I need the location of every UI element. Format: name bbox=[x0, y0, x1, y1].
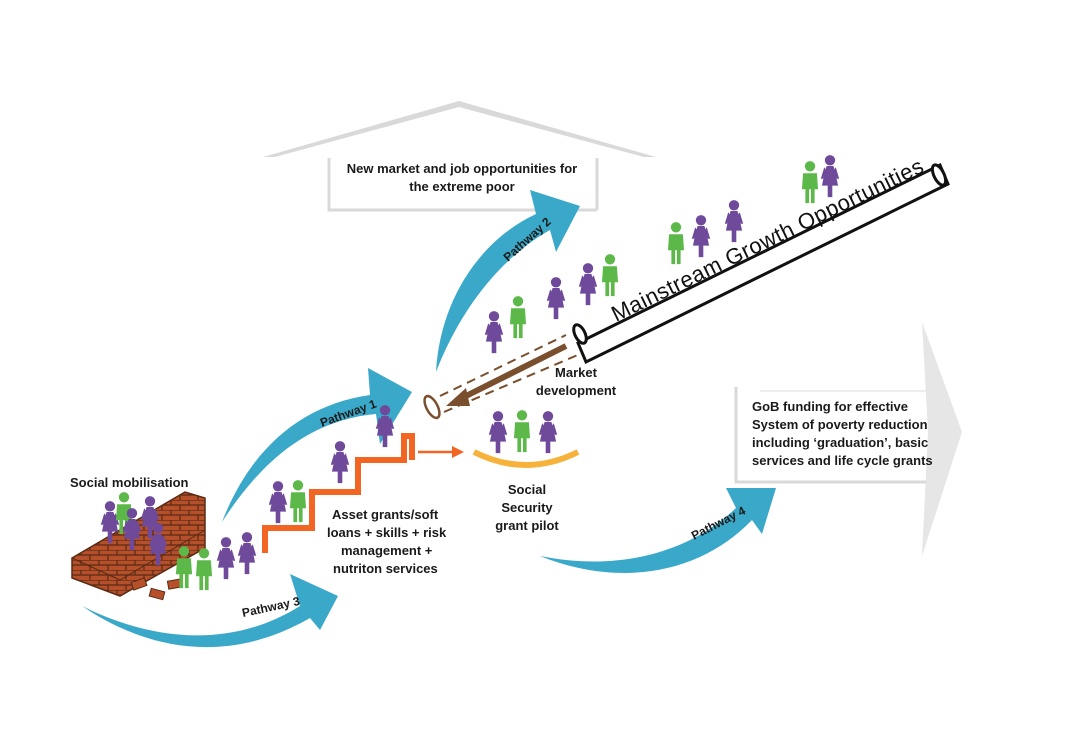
right-box-line2: System of poverty reduction bbox=[752, 417, 928, 432]
top-box-line1: New market and job opportunities for bbox=[347, 161, 577, 176]
pipe-label: Mainstream Growth Opportunities bbox=[607, 153, 928, 326]
man-figure bbox=[667, 222, 685, 265]
woman-figure bbox=[546, 277, 566, 320]
stairs-line1: Asset grants/soft bbox=[332, 507, 439, 522]
social-security-bowl bbox=[472, 449, 580, 468]
man-figure bbox=[601, 254, 619, 297]
social-security-line1: Social bbox=[508, 482, 546, 497]
top-box: New market and job opportunities for the… bbox=[327, 158, 599, 212]
right-box-line3: including ‘graduation’, basic bbox=[752, 435, 928, 450]
right-chevron bbox=[922, 322, 962, 556]
brick-wall bbox=[71, 491, 206, 601]
woman-figure bbox=[484, 311, 504, 354]
man-figure bbox=[801, 161, 819, 204]
right-box-line4: services and life cycle grants bbox=[752, 453, 933, 468]
stairs-line2: loans + skills + risk bbox=[327, 525, 447, 540]
woman-figure bbox=[330, 441, 350, 484]
pathway-4-arrow: Pathway 4 bbox=[540, 488, 776, 573]
man-figure bbox=[289, 480, 307, 523]
woman-figure bbox=[488, 411, 508, 454]
woman-figure bbox=[820, 155, 840, 198]
woman-figure bbox=[724, 200, 744, 243]
right-box-line1: GoB funding for effective bbox=[752, 399, 908, 414]
right-box: GoB funding for effective System of pove… bbox=[734, 387, 933, 484]
top-box-line2: the extreme poor bbox=[409, 179, 514, 194]
man-figure bbox=[509, 296, 527, 339]
market-development-arrow bbox=[423, 334, 581, 420]
social-mobilisation-label: Social mobilisation bbox=[70, 475, 189, 490]
woman-figure bbox=[268, 481, 288, 524]
woman-figure bbox=[216, 537, 236, 580]
woman-figure bbox=[578, 263, 598, 306]
social-security-line2: Security bbox=[501, 500, 553, 515]
stairs-line4: nutriton services bbox=[333, 561, 438, 576]
man-figure bbox=[513, 410, 531, 453]
growth-pipe: Mainstream Growth Opportunities bbox=[572, 153, 950, 365]
social-security-line3: grant pilot bbox=[495, 518, 559, 533]
stairs-line3: management + bbox=[341, 543, 433, 558]
market-line1: Market bbox=[555, 365, 598, 380]
man-figure bbox=[195, 548, 213, 591]
woman-figure bbox=[691, 215, 711, 258]
staircase bbox=[262, 433, 464, 553]
market-line2: development bbox=[536, 383, 617, 398]
woman-figure bbox=[538, 411, 558, 454]
woman-figure bbox=[237, 532, 257, 575]
roof-frame bbox=[263, 101, 656, 157]
